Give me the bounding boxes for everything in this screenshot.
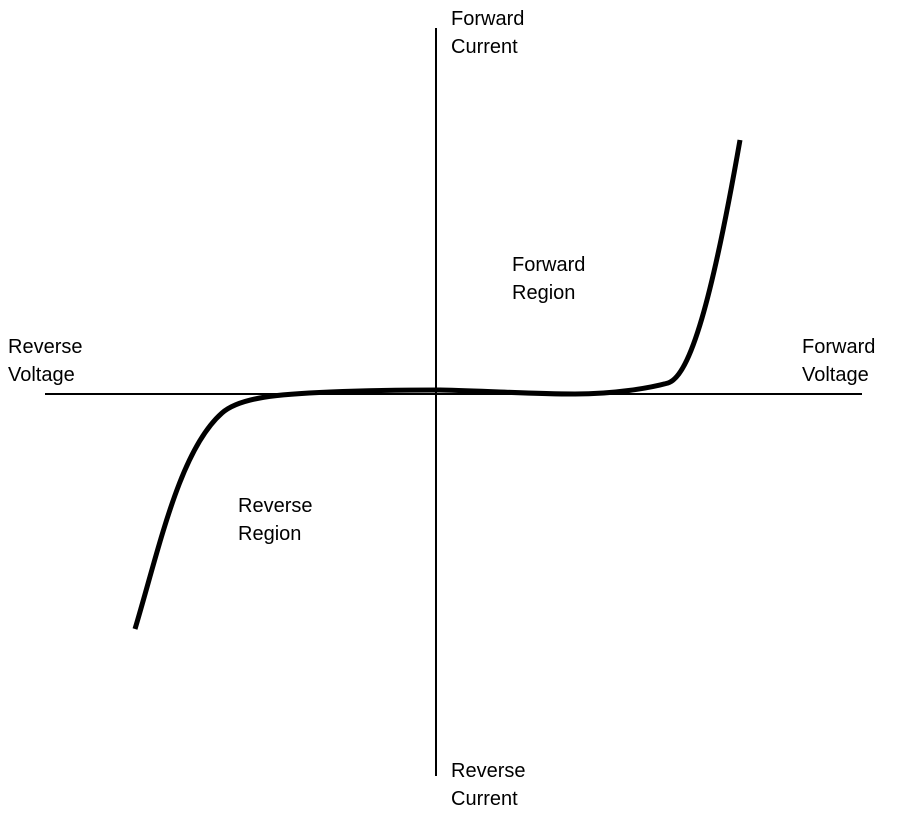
reverse-region-label-line1: Reverse (238, 495, 313, 517)
reverse-current-label-line1: Reverse (451, 760, 526, 782)
diode-iv-curve (132, 139, 743, 630)
reverse-voltage-label: Reverse Voltage (8, 333, 82, 389)
forward-current-label: Forward Current (451, 5, 524, 61)
forward-region-label-line2: Region (512, 282, 576, 304)
forward-voltage-label: Forward Voltage (802, 333, 875, 389)
reverse-current-label: Reverse Current (451, 757, 525, 813)
forward-current-label-line2: Current (451, 36, 518, 58)
forward-voltage-label-line2: Voltage (802, 364, 869, 386)
reverse-region-label: Reverse Region (238, 492, 312, 548)
reverse-voltage-label-line2: Voltage (8, 364, 75, 386)
forward-region-label: Forward Region (512, 251, 585, 307)
forward-current-label-line1: Forward (451, 8, 525, 30)
reverse-current-label-line2: Current (451, 788, 518, 810)
reverse-region-label-line2: Region (238, 523, 302, 545)
reverse-voltage-label-line1: Reverse (8, 336, 83, 358)
forward-region-label-line1: Forward (512, 254, 586, 276)
forward-voltage-label-line1: Forward (802, 336, 876, 358)
